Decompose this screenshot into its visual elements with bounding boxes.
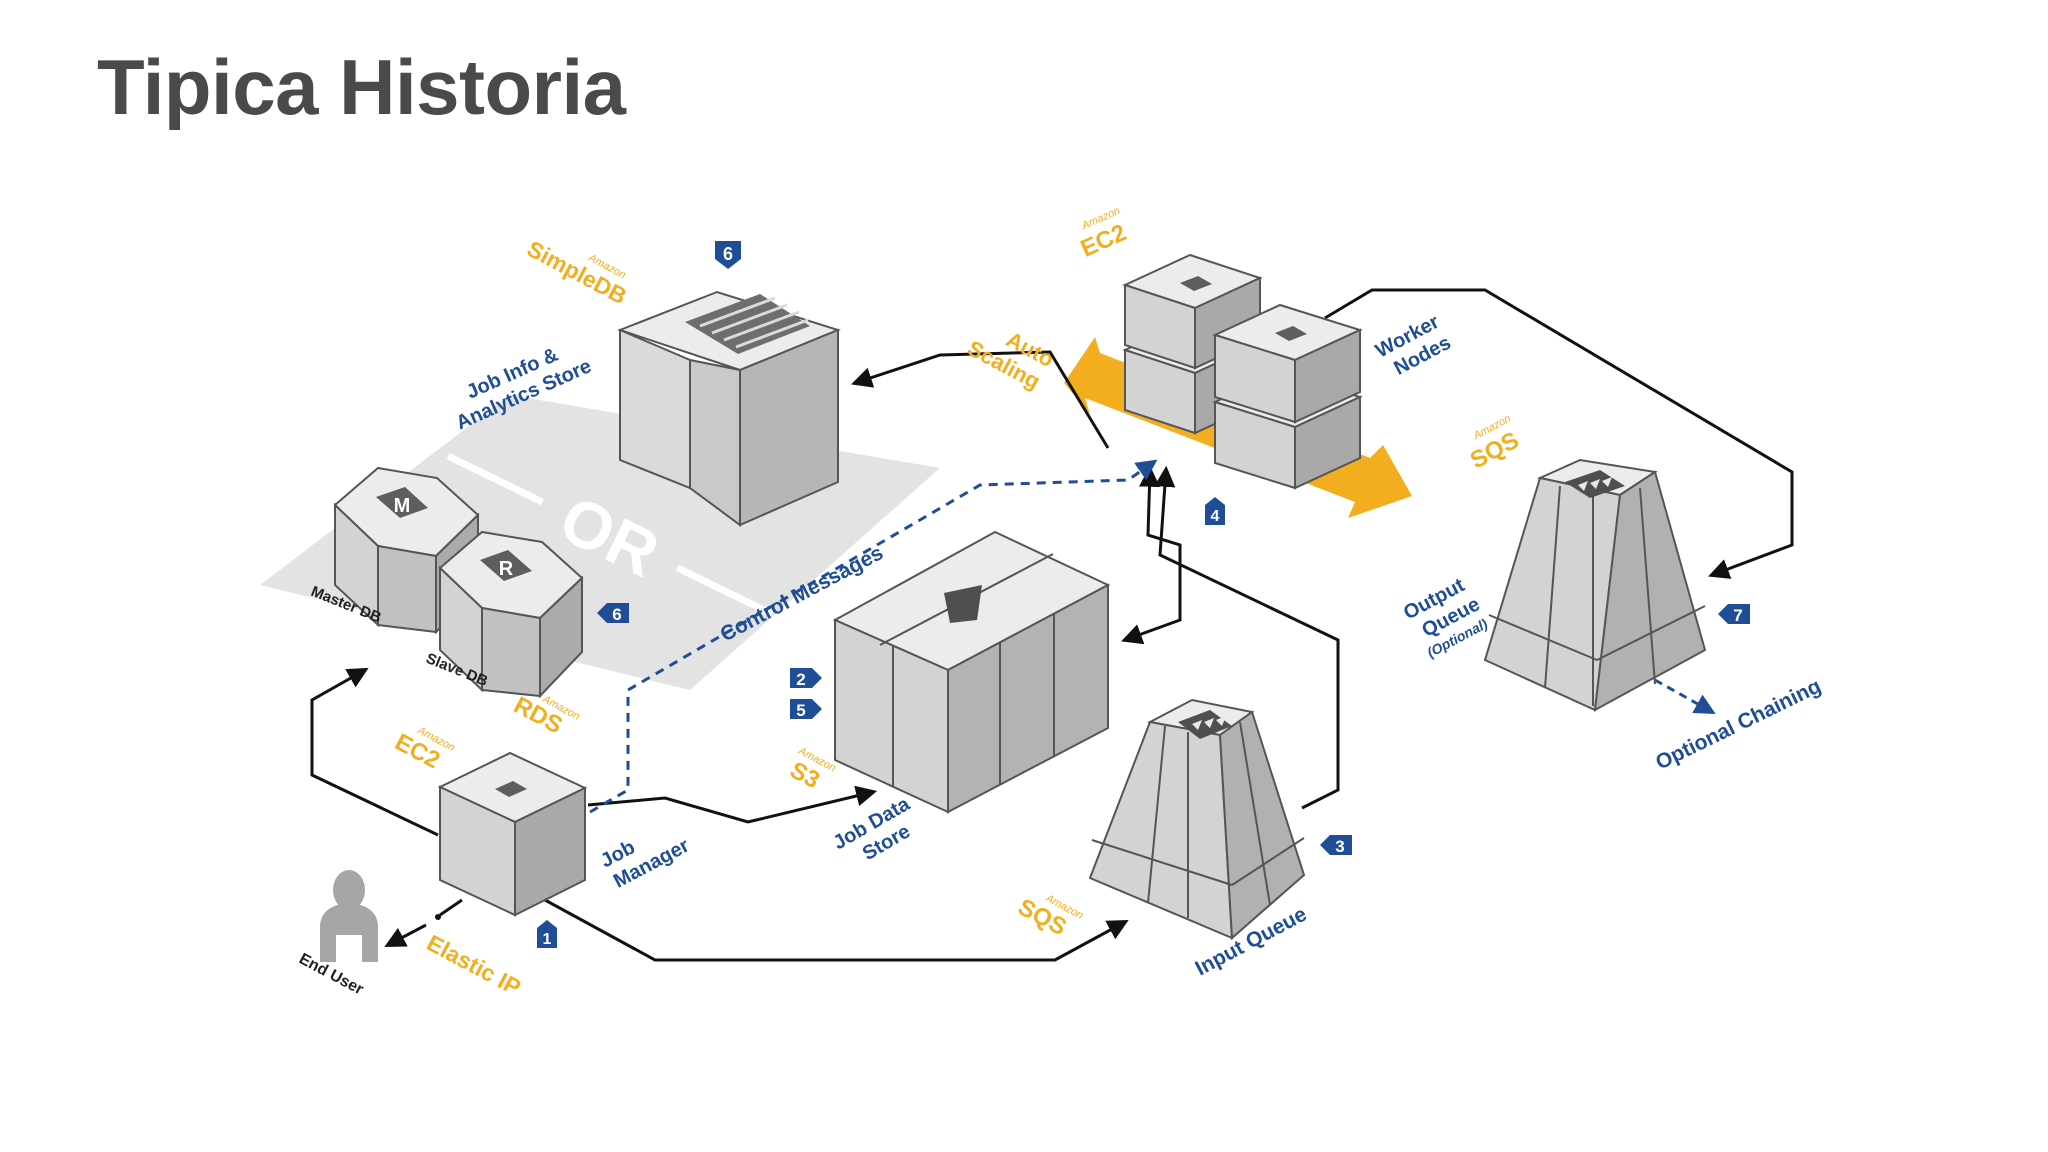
slave-db: R — [438, 530, 584, 699]
step-badge: 6 — [597, 603, 629, 624]
master-db-icon: M — [394, 495, 411, 517]
optional-chaining-label: Optional Chaining — [1652, 675, 1825, 775]
worker-node — [1212, 303, 1363, 424]
step-badge: 7 — [1718, 604, 1750, 625]
slave-db-icon: R — [499, 558, 514, 580]
step-badge: 6 — [715, 241, 741, 269]
connector-optional-chaining — [1654, 678, 1716, 715]
s3-label: Amazon S3 — [785, 745, 837, 795]
step-badge: 3 — [1320, 835, 1352, 856]
svg-text:5: 5 — [796, 701, 805, 720]
output-queue-sqs — [1483, 458, 1707, 712]
step-badge: 1 — [537, 920, 557, 948]
connectors — [310, 288, 1794, 962]
svg-text:2: 2 — [796, 670, 805, 689]
output-queue-label: Output Queue (Optional) — [1400, 574, 1490, 660]
connector-manager-to-input-queue — [544, 898, 1129, 962]
simpledb-label: Amazon SimpleDB — [523, 235, 631, 309]
connector-s3-to-workers — [1121, 465, 1182, 645]
connector-manager-to-db — [310, 667, 439, 837]
elastic-ip-label: Elastic IP — [423, 929, 526, 1000]
connector-manager-to-s3 — [587, 785, 878, 824]
connector-input-queue-to-workers — [1154, 465, 1340, 810]
input-queue-sqs — [1088, 698, 1306, 941]
step-badge: 4 — [1205, 497, 1225, 525]
connector-workers-to-output-queue — [1324, 288, 1794, 579]
svg-text:3: 3 — [1335, 837, 1344, 856]
sqs-output-label: Amazon SQS — [1466, 413, 1523, 475]
ec2-workers-label: Amazon EC2 — [1077, 205, 1131, 263]
job-manager-label: Job Manager — [597, 835, 693, 893]
step-badge: 2 — [790, 668, 822, 689]
simpledb-block — [617, 290, 841, 527]
svg-text:1: 1 — [543, 931, 552, 948]
svg-text:6: 6 — [612, 605, 621, 624]
svg-text:7: 7 — [1733, 606, 1742, 625]
s3-job-data-store — [832, 530, 1111, 814]
auto-scaling-label: Auto Scaling — [963, 326, 1058, 394]
sqs-input-label: Amazon SQS — [1013, 892, 1085, 941]
step-badge: 5 — [790, 699, 822, 720]
ec2-manager-label: Amazon EC2 — [390, 724, 456, 774]
slide-title: Tipica Historia — [97, 43, 626, 131]
connector-control-messages — [589, 459, 1158, 814]
worker-nodes — [1122, 253, 1363, 490]
svg-text:6: 6 — [723, 244, 733, 264]
job-manager-ec2 — [437, 751, 588, 917]
job-data-store-label: Job Data Store — [830, 793, 915, 866]
svg-text:4: 4 — [1211, 508, 1220, 525]
connector-workers-to-simpledb — [851, 350, 1110, 449]
end-user-figure — [320, 870, 463, 962]
worker-nodes-label: Worker Nodes — [1372, 311, 1455, 380]
